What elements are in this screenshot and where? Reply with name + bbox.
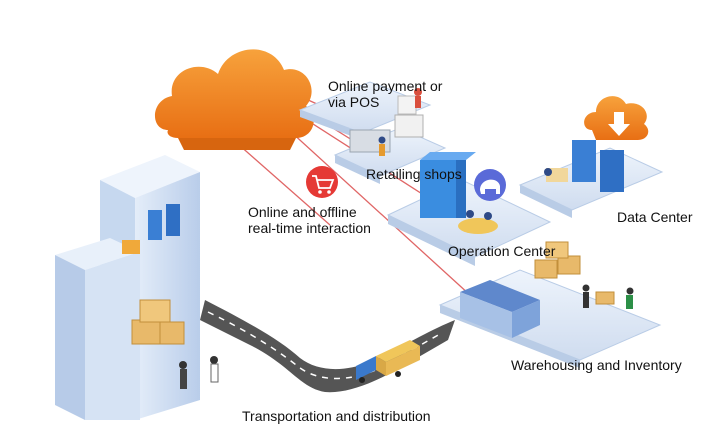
elephant-icon (474, 169, 506, 201)
cloud-icon (154, 49, 314, 150)
label-warehousing: Warehousing and Inventory (511, 357, 682, 373)
shopping-cart-icon (306, 166, 338, 198)
shopper-icon (378, 136, 386, 144)
main-building (55, 155, 219, 420)
label-transportation: Transportation and distribution (242, 408, 431, 424)
retail-platform (333, 114, 447, 184)
package-icon (122, 240, 140, 254)
worker-icon (582, 284, 590, 292)
warehouse-platform (438, 241, 662, 368)
delivery-person-icon (179, 361, 187, 369)
label-retailing-shops: Retailing shops (366, 166, 462, 182)
label-online-payment-line2: via POS (328, 94, 380, 110)
payment-platform (298, 81, 432, 140)
person-icon (414, 88, 422, 96)
label-online-offline-line1: Online and offline (248, 204, 357, 220)
operation-center-platform (386, 152, 552, 266)
cloud-download-icon (584, 96, 649, 140)
label-online-payment-line1: Online payment or (328, 78, 443, 94)
label-operation-center: Operation Center (448, 243, 556, 259)
label-online-offline-line2: real-time interaction (248, 220, 371, 236)
truck-icon (356, 340, 420, 383)
label-data-center: Data Center (617, 209, 693, 225)
data-center-platform (518, 140, 664, 218)
